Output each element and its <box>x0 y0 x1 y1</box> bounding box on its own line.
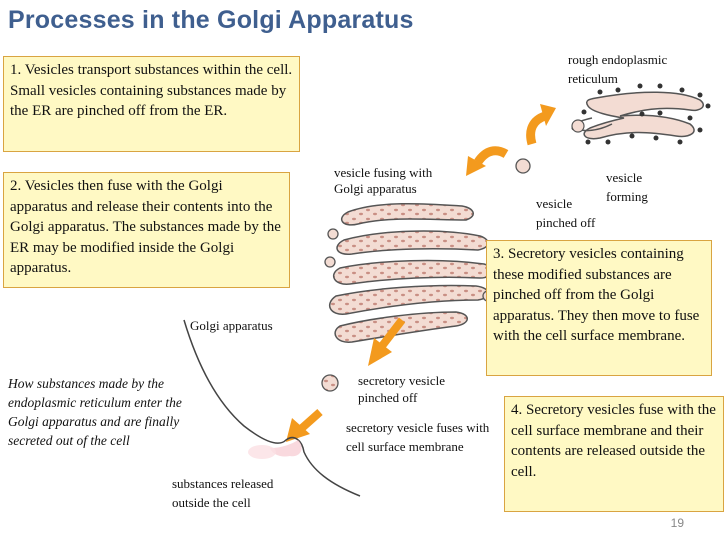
golgi-stack <box>328 202 494 343</box>
figure-caption: How substances made by the endoplasmic r… <box>8 376 182 448</box>
curved-arrow-er <box>526 104 556 146</box>
rough-er <box>571 83 711 145</box>
label-vesicle-forming: vesicle forming <box>606 170 648 204</box>
step-3-box: 3. Secretory vesicles containing these m… <box>486 240 712 376</box>
page-title: Processes in the Golgi Apparatus <box>8 6 414 34</box>
label-rough-er: rough endoplasmic reticulum <box>568 52 668 86</box>
secretory-vesicle <box>321 374 339 392</box>
label-secretory-pinched: secretory vesicle pinched off <box>358 373 445 405</box>
step-2-box: 2. Vesicles then fuse with the Golgi app… <box>3 172 290 288</box>
vesicle-pinched-off <box>515 158 531 174</box>
curved-arrow-vesicle <box>466 146 509 176</box>
label-vesicle-pinched: vesicle pinched off <box>536 196 596 230</box>
label-released: substances released outside the cell <box>172 476 274 510</box>
step-4-box: 4. Secretory vesicles fuse with the cell… <box>504 396 724 512</box>
label-golgi: Golgi apparatus <box>190 318 273 333</box>
arrow-to-membrane <box>286 409 323 442</box>
label-vesicle-fusing: vesicle fusing with Golgi apparatus <box>334 165 433 196</box>
page-number: 19 <box>670 516 684 530</box>
step-1-box: 1. Vesicles transport substances within … <box>3 56 300 152</box>
arrow-secretory <box>368 317 406 366</box>
cell-membrane <box>183 319 361 497</box>
label-secretory-fuses: secretory vesicle fuses with cell surfac… <box>346 420 490 454</box>
